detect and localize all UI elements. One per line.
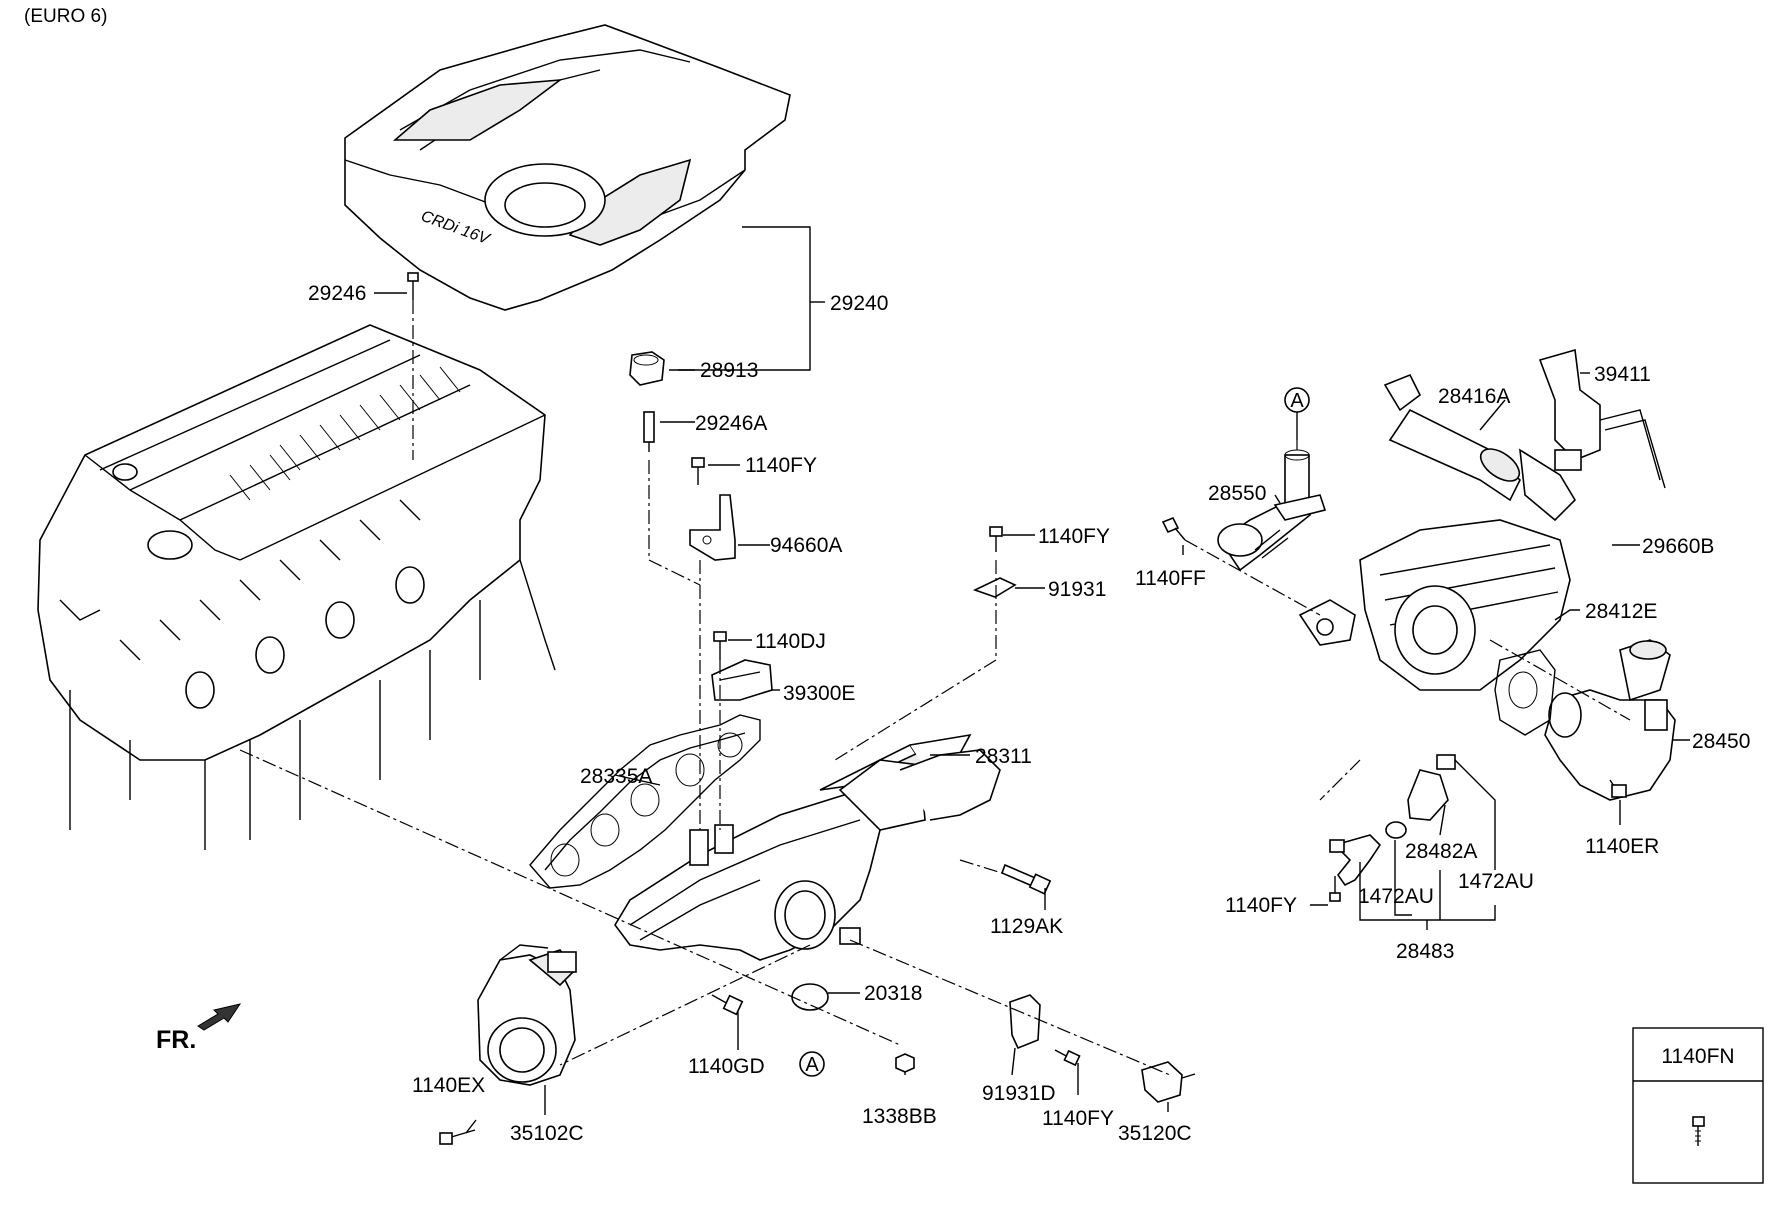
bolt-1140fy-right[interactable] — [1329, 876, 1341, 902]
bolt-1140fy-low[interactable] — [1054, 1049, 1081, 1067]
label-1140ex[interactable]: 1140EX — [412, 1074, 485, 1097]
label-28483[interactable]: 28483 — [1396, 940, 1454, 963]
throttle-body[interactable] — [477, 944, 577, 1086]
callout-a-bottom: A — [799, 1051, 825, 1077]
label-1140ff[interactable]: 1140FF — [1135, 567, 1206, 590]
bolt-1140ex[interactable] — [439, 1129, 476, 1145]
label-20318[interactable]: 20318 — [864, 982, 922, 1005]
bolt-1140ff[interactable] — [1161, 516, 1186, 541]
center-lines — [239, 300, 1631, 1076]
bracket-91931d[interactable] — [1009, 994, 1041, 1050]
intake-manifold[interactable] — [614, 733, 1001, 961]
bolt-1140fy-mid[interactable] — [989, 526, 1003, 552]
bracket-91931[interactable] — [972, 577, 1017, 598]
egr-pipe-28550[interactable] — [1217, 449, 1327, 572]
intake-gasket[interactable] — [529, 714, 761, 889]
sensor-35120c[interactable] — [1141, 1061, 1196, 1103]
label-28335a[interactable]: 28335A — [580, 765, 652, 788]
stud-29246a[interactable] — [643, 411, 655, 452]
callout-a-top: A — [1284, 387, 1310, 413]
label-35120c[interactable]: 35120C — [1118, 1122, 1192, 1145]
gasket-28412e[interactable] — [1494, 649, 1556, 736]
engine-cover[interactable]: CRDi 16V — [344, 24, 791, 311]
nut-1338bb[interactable] — [895, 1053, 915, 1073]
label-1140gd[interactable]: 1140GD — [688, 1055, 765, 1078]
arrow-fr-icon — [197, 1003, 242, 1031]
bolt-29246[interactable] — [407, 272, 419, 300]
part-labels: 29246 29240 28913 29246A 1140FY 94660A 1… — [308, 282, 1750, 1145]
label-29246a[interactable]: 29246A — [695, 412, 767, 435]
label-1140fy-mid[interactable]: 1140FY — [1038, 525, 1110, 548]
egr-valve[interactable] — [1544, 639, 1676, 801]
sensor-39411[interactable] — [1538, 348, 1666, 489]
label-1338bb[interactable]: 1338BB — [862, 1105, 937, 1128]
label-1140fy-right[interactable]: 1140FY — [1225, 894, 1297, 917]
label-29246[interactable]: 29246 — [308, 282, 366, 305]
bolt-1140fy-top[interactable] — [691, 457, 705, 485]
label-91931d[interactable]: 91931D — [982, 1082, 1056, 1105]
label-1140fy-top[interactable]: 1140FY — [745, 454, 817, 477]
bolt-1140er[interactable] — [1609, 779, 1627, 798]
grommet-28913[interactable] — [629, 351, 665, 386]
label-1140fy-low[interactable]: 1140FY — [1042, 1107, 1114, 1130]
bolt-1129ak[interactable] — [1000, 863, 1052, 895]
front-label: FR. — [156, 1026, 196, 1054]
variant-label: (EURO 6) — [24, 6, 107, 27]
label-91931[interactable]: 91931 — [1048, 578, 1106, 601]
egr-cooler[interactable] — [1298, 373, 1577, 691]
o-ring-20318[interactable] — [791, 983, 829, 1011]
cylinder-head[interactable] — [37, 324, 556, 850]
hose-clamp-1472au[interactable] — [1385, 821, 1407, 839]
label-29660b[interactable]: 29660B — [1642, 535, 1714, 558]
label-28416a[interactable]: 28416A — [1438, 385, 1510, 408]
label-1140dj[interactable]: 1140DJ — [755, 630, 826, 653]
label-28482a[interactable]: 28482A — [1405, 840, 1477, 863]
svg-text:A: A — [1290, 390, 1304, 412]
bracket-94660a[interactable] — [689, 494, 736, 561]
svg-text:A: A — [805, 1054, 819, 1076]
bolt-1140dj[interactable] — [713, 631, 727, 660]
map-sensor[interactable] — [711, 659, 773, 701]
label-39300e[interactable]: 39300E — [783, 682, 855, 705]
label-1129ak[interactable]: 1129AK — [990, 915, 1063, 938]
label-1472au-a[interactable]: 1472AU — [1358, 885, 1434, 908]
label-28450[interactable]: 28450 — [1692, 730, 1750, 753]
leader-lines — [374, 226, 1690, 1134]
legend-box-1140fn[interactable]: 1140FN — [1632, 1027, 1764, 1184]
pipe-28483[interactable] — [1329, 834, 1382, 887]
front-direction: FR. — [156, 1003, 242, 1054]
label-35102c[interactable]: 35102C — [510, 1122, 584, 1145]
label-28311[interactable]: 28311 — [975, 745, 1032, 768]
label-29240[interactable]: 29240 — [830, 292, 888, 315]
bolt-icon — [1692, 1116, 1705, 1146]
label-94660a[interactable]: 94660A — [770, 534, 842, 557]
bolt-1140gd[interactable] — [711, 994, 744, 1016]
label-39411[interactable]: 39411 — [1594, 363, 1651, 386]
label-1140er[interactable]: 1140ER — [1585, 835, 1659, 858]
legend-box-title: 1140FN — [1661, 1045, 1734, 1068]
label-1472au-b[interactable]: 1472AU — [1458, 870, 1534, 893]
hose-28482a[interactable] — [1407, 754, 1456, 821]
label-28550[interactable]: 28550 — [1208, 482, 1266, 505]
label-28412e[interactable]: 28412E — [1585, 600, 1657, 623]
label-28913[interactable]: 28913 — [700, 359, 758, 382]
